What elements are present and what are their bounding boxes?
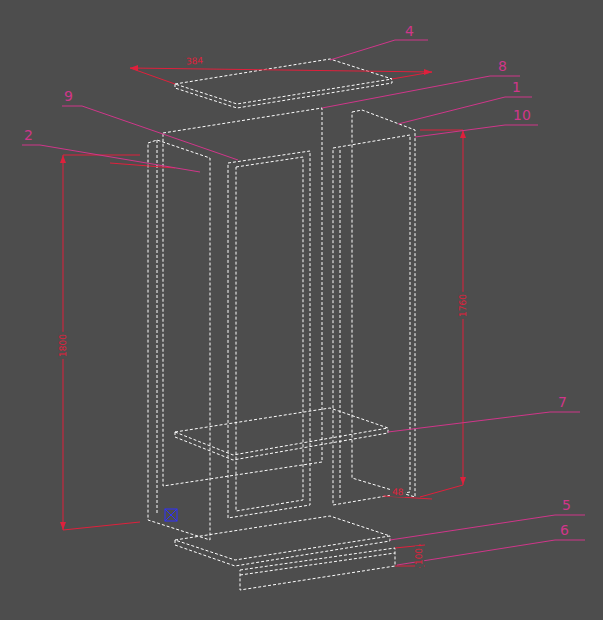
left-side-edge	[157, 140, 158, 515]
callout-number: 1	[512, 80, 521, 94]
arrowhead	[60, 522, 66, 530]
top-panel-edge	[175, 79, 392, 108]
arrowhead	[460, 477, 466, 485]
right-door-edge	[340, 150, 341, 500]
back-panel	[163, 108, 322, 486]
plinth	[240, 548, 395, 590]
callout-number: 7	[558, 395, 567, 409]
right-side-panel	[352, 110, 415, 497]
dimension-line	[130, 68, 432, 72]
dimension-line	[110, 163, 175, 168]
leader-line	[322, 76, 520, 108]
right-door-panel	[333, 135, 410, 505]
arrowhead	[130, 65, 138, 71]
callout-number: 5	[562, 498, 571, 512]
door-panel	[228, 151, 310, 518]
leader-line	[398, 97, 532, 124]
left-side-panel	[148, 140, 210, 540]
callout-number: 4	[405, 24, 414, 38]
shelf-edge	[175, 428, 388, 460]
callout-number: 2	[24, 128, 33, 142]
shelf	[175, 408, 388, 455]
top-panel	[175, 59, 392, 104]
plinth-edge	[240, 553, 395, 575]
dimension-text: 48	[390, 487, 406, 497]
leader-line	[397, 540, 585, 565]
extension-line	[63, 522, 140, 530]
callout-number: 10	[513, 108, 531, 122]
dimension-text: 384	[184, 56, 206, 66]
dimension-text: 100	[416, 545, 425, 566]
leader-line	[390, 515, 585, 540]
bottom-panel	[175, 516, 390, 560]
ucs-icon	[165, 509, 177, 521]
dimension-text: 1760	[459, 292, 468, 319]
dimension-text: 1800	[59, 332, 68, 359]
arrowhead	[424, 69, 432, 75]
callout-number: 8	[498, 59, 507, 73]
callout-number: 6	[560, 523, 569, 537]
leader-line	[330, 40, 428, 60]
leader-line	[388, 412, 580, 432]
callout-number: 9	[64, 89, 73, 103]
leader-line	[62, 106, 238, 160]
extension-line	[420, 485, 463, 497]
leader-line	[22, 145, 200, 172]
bottom-panel-edge	[175, 536, 390, 566]
extension-line	[420, 130, 463, 131]
leader-line	[415, 125, 538, 137]
arrowhead	[60, 155, 66, 163]
